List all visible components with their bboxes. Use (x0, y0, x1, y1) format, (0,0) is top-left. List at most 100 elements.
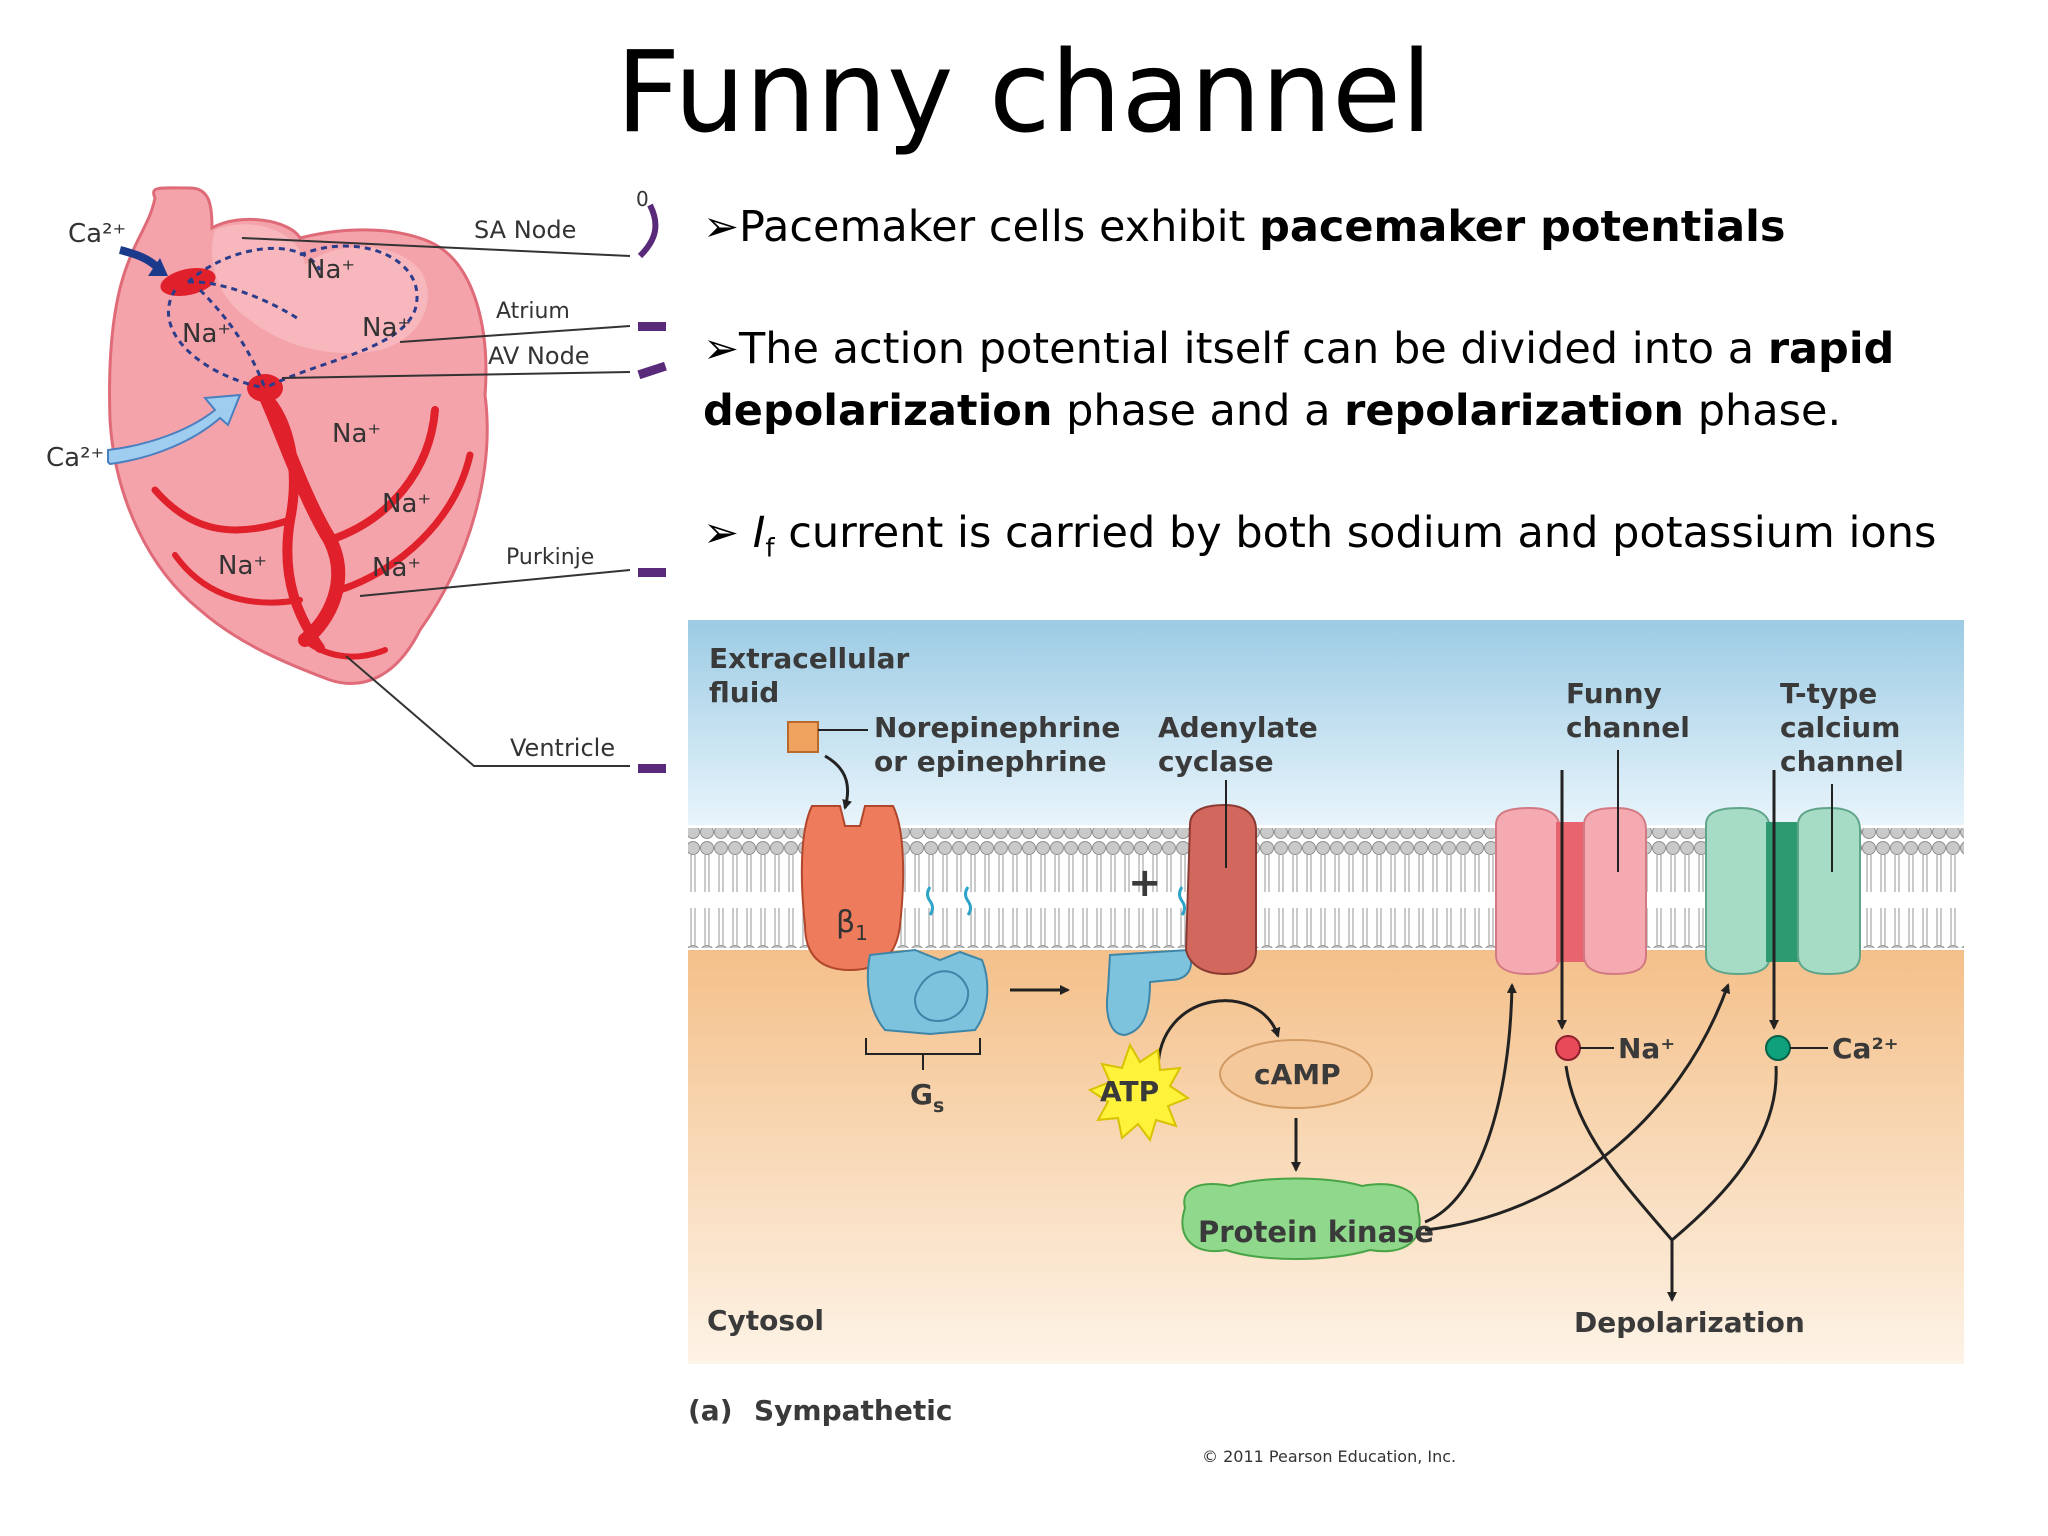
label-av-node: AV Node (488, 342, 590, 370)
if-symbol: I (752, 508, 766, 558)
atp-to-camp-arrow (1156, 999, 1281, 1071)
ttype-channel-pore (1766, 822, 1802, 962)
stimulation-plus: + (1128, 860, 1162, 906)
beta1-receptor (800, 805, 905, 972)
bullet-text: The action potential itself can be divid… (739, 324, 1768, 374)
internodal-pathway (167, 289, 266, 390)
adenylate-cyclase (1184, 803, 1257, 976)
bullet-list: ➢Pacemaker cells exhibit pacemaker poten… (703, 196, 2013, 580)
caption: Sympathetic (754, 1394, 952, 1427)
ecg-mark (637, 361, 667, 380)
label-ventricle: Ventricle (510, 734, 615, 762)
funny-channel (1583, 806, 1647, 976)
purkinje-fiber (326, 406, 439, 544)
ion-label: Ca²⁺ (68, 219, 126, 249)
ion-label: Na⁺ (362, 313, 411, 343)
purkinje-fiber (302, 637, 388, 660)
internodal-pathway (198, 288, 267, 389)
camp-molecule (1219, 1039, 1373, 1109)
lipid-anchor (964, 886, 972, 916)
label-extracellular-fluid: Extracellular (709, 642, 909, 675)
gs-label: Gs (910, 1078, 944, 1117)
purkinje-fiber (172, 552, 303, 606)
internodal-pathway (264, 244, 419, 390)
bullet-text: phase. (1684, 386, 1842, 436)
na-ion-label: Na⁺ (1618, 1032, 1675, 1065)
protein-kinase (1181, 1177, 1421, 1260)
ion-label: Na⁺ (218, 551, 267, 581)
label-ttype-channel: calcium (1780, 711, 1900, 744)
pk-to-ttype-arrow (1424, 983, 1731, 1232)
bullet-if-current: ➢ If current is carried by both sodium a… (703, 502, 2013, 580)
bullet-arrow-icon: ➢ (703, 508, 740, 558)
ecg-mark (638, 764, 666, 773)
bullet-text: phase and a (1052, 386, 1345, 436)
internodal-pathway (187, 280, 301, 322)
bullet-text: current is carried by both sodium and po… (774, 508, 1937, 558)
page-title: Funny channel (615, 28, 1433, 158)
label-purkinje: Purkinje (506, 545, 594, 570)
ion-label: Na⁺ (182, 319, 231, 349)
g-protein-subunit (914, 970, 970, 1022)
extracellular-region (688, 620, 1964, 825)
atp-burst (1087, 1042, 1191, 1143)
bullet-text: Pacemaker cells exhibit (739, 202, 1260, 252)
ecg-mark (638, 322, 666, 331)
pk-to-funny-arrow (1424, 983, 1517, 1224)
label-ttype-channel: channel (1780, 745, 1904, 778)
ttype-channel (1797, 806, 1861, 976)
camp-label: cAMP (1254, 1058, 1341, 1091)
ca-ion (1765, 1035, 1791, 1061)
heart-conduction-diagram: Ca²⁺ Ca²⁺ Na⁺ Na⁺ Na⁺ Na⁺ Na⁺ Na⁺ Na⁺ SA… (46, 186, 667, 773)
label-depolarization: Depolarization (1574, 1306, 1805, 1339)
na-to-depolarization (1564, 1065, 1674, 1241)
label-cytosol: Cytosol (707, 1304, 824, 1337)
leader-line (359, 569, 631, 597)
copyright: © 2011 Pearson Education, Inc. (1202, 1447, 1456, 1466)
binding-arrow (824, 754, 852, 810)
ca-inflow-arrow (148, 258, 168, 276)
norepinephrine-ligand (787, 721, 819, 753)
ca-to-depolarization (1671, 1065, 1778, 1242)
caption-label: (a) (688, 1394, 733, 1427)
ion-label: Na⁺ (372, 553, 421, 583)
label-extracellular-fluid: fluid (709, 676, 779, 709)
leader-line (281, 371, 631, 379)
bullet-arrow-icon: ➢ (703, 324, 740, 374)
label-funny-channel: channel (1566, 711, 1690, 744)
bullet-bold-text: rapid depolarization (703, 324, 1895, 436)
lipid-anchor (1178, 886, 1186, 916)
label-ttype-channel: T-type (1780, 677, 1877, 710)
purkinje-fiber (336, 451, 474, 594)
ion-label: Na⁺ (306, 255, 355, 285)
bullet-arrow-icon: ➢ (703, 202, 740, 252)
funny-channel (1495, 806, 1561, 976)
purkinje-fiber (151, 486, 294, 534)
ca-inflow-arrow (107, 393, 242, 466)
ion-label: Ca²⁺ (46, 443, 104, 473)
label-norepinephrine: or epinephrine (874, 745, 1107, 778)
g-protein (866, 948, 989, 1036)
leader-line (399, 325, 631, 343)
label-adenylate-cyclase: cyclase (1158, 745, 1274, 778)
bullet-bold-text: repolarization (1344, 386, 1685, 436)
if-subscript: f (765, 533, 775, 564)
atrium-shape (211, 224, 428, 354)
ecg-mark (637, 203, 659, 259)
leader-line (241, 237, 631, 257)
label-norepinephrine: Norepinephrine (874, 711, 1120, 744)
beta1-label: β1 (836, 905, 868, 945)
protein-kinase-label: Protein kinase (1198, 1215, 1434, 1249)
label-sa-node: SA Node (474, 216, 576, 244)
lipid-anchor (926, 886, 934, 916)
label-atrium: Atrium (496, 299, 570, 324)
bullet-pacemaker: ➢Pacemaker cells exhibit pacemaker poten… (703, 196, 2013, 258)
g-alpha-subunit (1106, 948, 1192, 1037)
internodal-pathway (187, 247, 322, 284)
na-ion (1555, 1035, 1581, 1061)
leader-line (345, 655, 630, 767)
bullet-action-potential: ➢The action potential itself can be divi… (703, 318, 2013, 442)
ion-label: Na⁺ (382, 489, 431, 519)
axis-zero: 0 (636, 187, 649, 211)
